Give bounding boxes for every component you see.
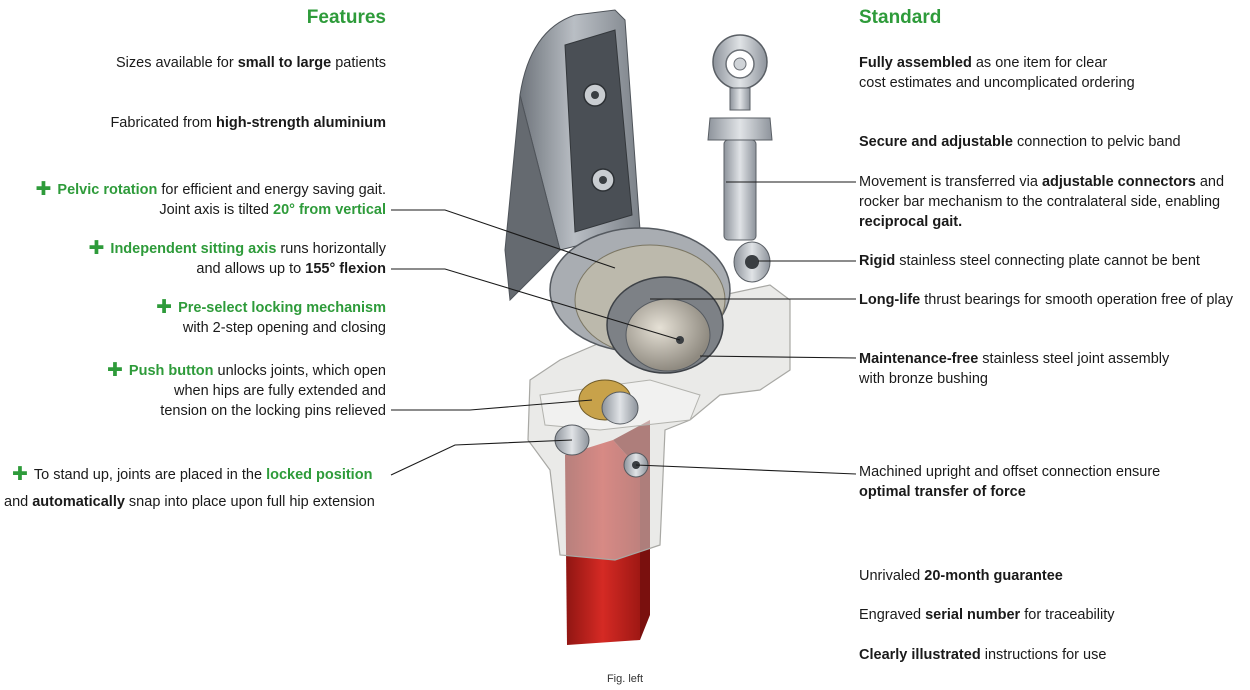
- text-run: Fabricated from: [110, 115, 217, 131]
- bold-text: optimal transfer of force: [859, 484, 1026, 500]
- text-run: connection to pelvic band: [1012, 134, 1181, 150]
- feature-sitting-axis: ✚ Independent sitting axis runs horizonta…: [89, 239, 387, 279]
- bold-text: serial number: [925, 607, 1021, 623]
- highlight-text: Pelvic rotation: [57, 182, 158, 198]
- rod-end-connector: [707, 34, 773, 283]
- text-run: thrust bearings for smooth operation fre…: [920, 292, 1233, 308]
- bold-text: Rigid: [859, 253, 896, 269]
- features-heading: Features: [306, 7, 386, 28]
- text-run: and: [4, 494, 33, 510]
- bold-text: Maintenance-free: [859, 351, 979, 367]
- standard-thrust-bearings: Long-life thrust bearings for smooth ope…: [859, 290, 1233, 310]
- standard-fully-assembled: Fully assembled as one item for clear co…: [859, 53, 1135, 93]
- plus-icon: ✚: [156, 297, 173, 318]
- text-run: and allows up to: [196, 261, 306, 277]
- bold-text: automatically: [32, 494, 125, 510]
- text-run: instructions for use: [980, 647, 1107, 663]
- text-run: for traceability: [1020, 607, 1115, 623]
- bold-text: Fully assembled: [859, 55, 972, 71]
- text-run: Movement is transferred via: [859, 174, 1042, 190]
- bold-text: Secure and adjustable: [859, 134, 1013, 150]
- standard-pelvic-band: Secure and adjustable connection to pelv…: [859, 132, 1181, 152]
- text-run: with bronze bushing: [859, 371, 988, 387]
- text-run: when hips are fully extended and: [173, 383, 386, 399]
- feature-locked-position-line1: ✚ To stand up, joints are placed in the l…: [12, 465, 372, 485]
- text-run: stainless steel connecting plate cannot …: [895, 253, 1200, 269]
- push-button: [554, 379, 649, 478]
- standard-joint-assembly: Maintenance-free stainless steel joint a…: [859, 349, 1169, 389]
- plus-icon: ✚: [35, 179, 52, 200]
- plus-icon: ✚: [12, 464, 28, 485]
- text-run: Engraved: [859, 607, 926, 623]
- bold-text: Long-life: [859, 292, 921, 308]
- figure-caption: Fig. left: [606, 673, 644, 685]
- text-run: patients: [331, 55, 386, 71]
- text-run: rocker bar mechanism to the contralatera…: [859, 194, 1221, 210]
- feature-locked-position-line2: and automatically snap into place upon f…: [4, 492, 375, 512]
- bold-text: 155° flexion: [305, 261, 386, 277]
- text-run: with 2-step opening and closing: [182, 320, 386, 336]
- highlight-text: Independent sitting axis: [110, 241, 277, 257]
- text-run: snap into place upon full hip extension: [124, 494, 375, 510]
- leader-lines: [390, 181, 857, 476]
- bold-text: Clearly illustrated: [859, 647, 981, 663]
- bold-text: 20-month guarantee: [924, 568, 1063, 584]
- text-run: Machined upright and offset connection e…: [859, 464, 1161, 480]
- feature-locking-mechanism: ✚ Pre-select locking mechanism with 2-ste…: [156, 298, 386, 338]
- bold-text: high-strength aluminium: [216, 115, 386, 131]
- standard-connectors: Movement is transferred via adjustable c…: [859, 172, 1224, 232]
- bold-text: adjustable connectors: [1041, 174, 1196, 190]
- text-run: Sizes available for: [115, 55, 238, 71]
- text-run: To stand up, joints are placed in the: [33, 467, 267, 483]
- feature-push-button: ✚Push button unlocks joints, which open …: [107, 361, 386, 421]
- text-run: tension on the locking pins relieved: [160, 403, 386, 419]
- joint-assembly: [549, 227, 731, 374]
- standard-instructions: Clearly illustrated instructions for use: [859, 645, 1106, 665]
- highlight-text: 20° from vertical: [273, 202, 386, 218]
- text-run: runs horizontally: [276, 241, 386, 257]
- standard-heading: Standard: [859, 7, 942, 28]
- standard-upright: Machined upright and offset connection e…: [859, 462, 1160, 502]
- text-run: Joint axis is tilted: [159, 202, 273, 218]
- text-run: unlocks joints, which open: [213, 363, 386, 379]
- highlight-text: locked position: [266, 467, 373, 483]
- text-run: Unrivaled: [859, 568, 925, 584]
- translucent-housing: [527, 284, 791, 561]
- text-run: cost estimates and uncomplicated orderin…: [859, 75, 1135, 91]
- feature-aluminium: Fabricated from high-strength aluminium: [110, 113, 386, 133]
- text-run: as one item for clear: [971, 55, 1108, 71]
- feature-pelvic-rotation: ✚ Pelvic rotation for efficient and energ…: [36, 180, 387, 220]
- bold-text: small to large: [237, 55, 332, 71]
- highlight-text: Push button: [128, 363, 214, 379]
- highlight-text: Pre-select locking mechanism: [178, 300, 386, 316]
- aluminium-arm: [504, 9, 641, 302]
- plus-icon: ✚: [107, 360, 123, 381]
- standard-connecting-plate: Rigid stainless steel connecting plate c…: [859, 251, 1200, 271]
- text-run: and: [1195, 174, 1225, 190]
- bold-text: reciprocal gait.: [859, 214, 963, 230]
- text-run: stainless steel joint assembly: [978, 351, 1170, 367]
- standard-serial-number: Engraved serial number for traceability: [859, 605, 1115, 625]
- plus-icon: ✚: [88, 238, 105, 259]
- standard-guarantee: Unrivaled 20-month guarantee: [859, 566, 1063, 586]
- feature-sizes: Sizes available for small to large patie…: [116, 53, 386, 73]
- text-run: for efficient and energy saving gait.: [157, 182, 386, 198]
